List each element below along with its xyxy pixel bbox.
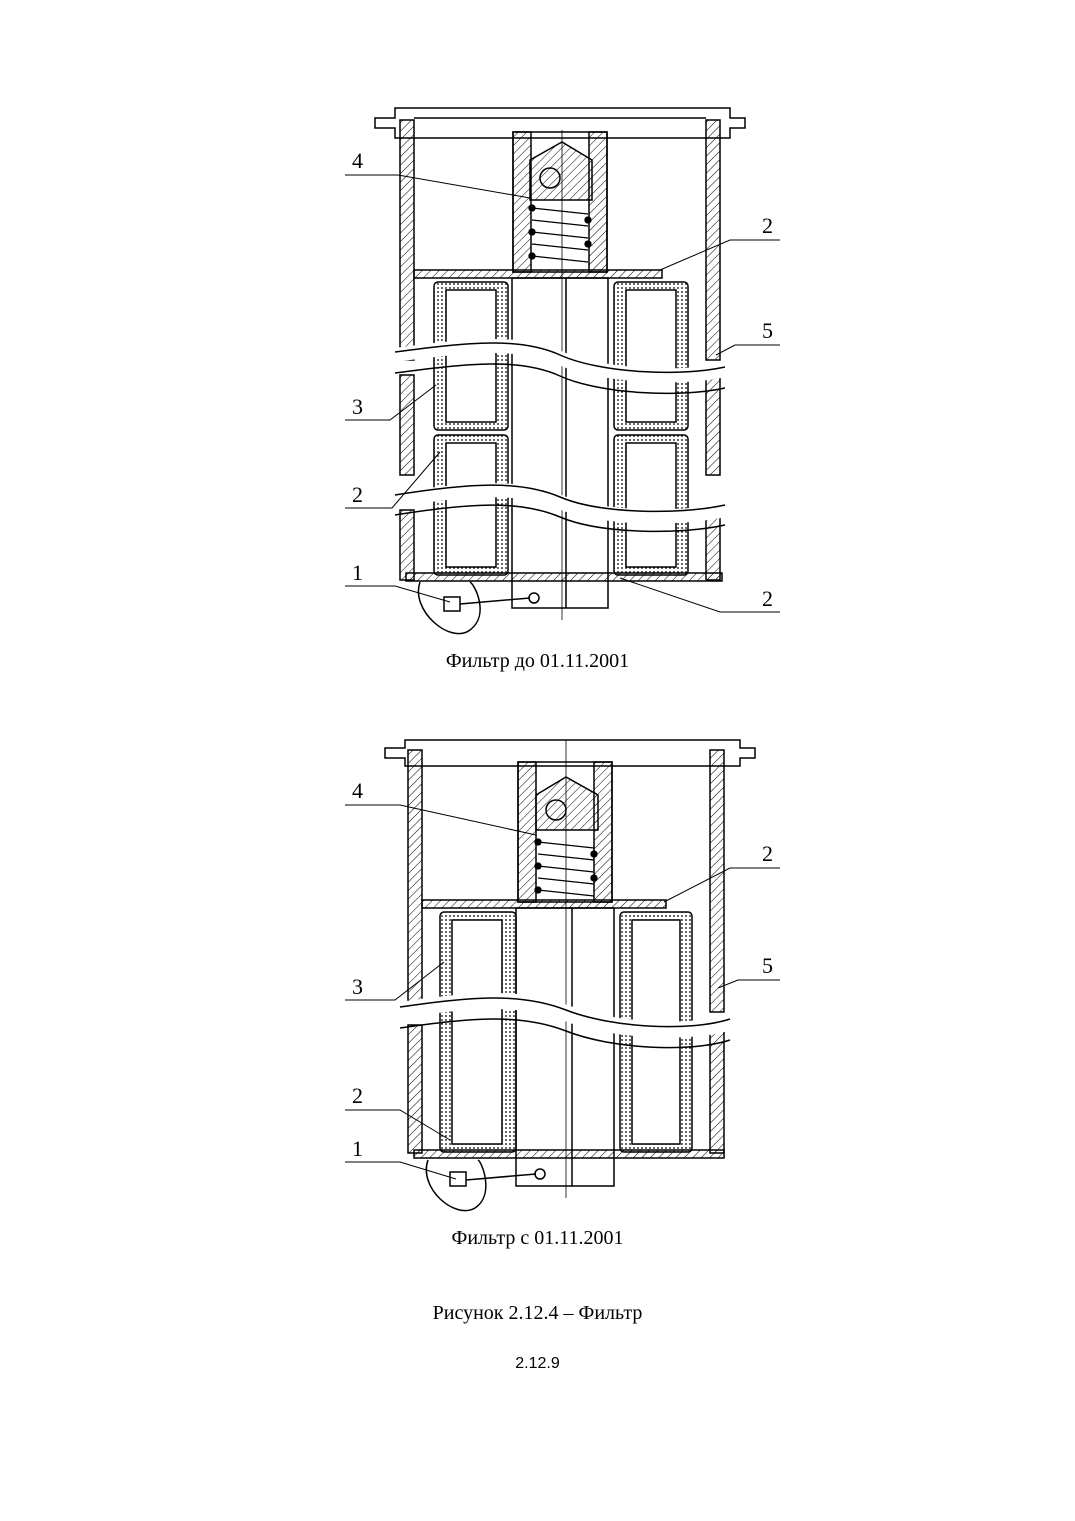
leader-label-5: 5 (762, 953, 773, 978)
figure-caption-before: Фильтр до 01.11.2001 (445, 650, 630, 672)
leader-label-3: 3 (352, 974, 363, 999)
leader-label-4: 4 (352, 148, 363, 173)
figure-title: Рисунок 2.12.4 – Фильтр (432, 1302, 643, 1324)
leader-label-2: 2 (352, 482, 363, 507)
filter-drawing-after: 4 2 5 3 2 1 (345, 739, 780, 1212)
leader-label-1: 1 (352, 560, 363, 585)
leader-label-4: 4 (352, 778, 363, 803)
page-number: 2.12.9 (515, 1355, 560, 1372)
filter-drawing-before: 4 2 5 3 2 1 2 (345, 107, 780, 635)
leader-label-1: 1 (352, 1136, 363, 1161)
leader-label-2: 2 (352, 1083, 363, 1108)
leader-label-3: 3 (352, 394, 363, 419)
leader-label-2: 2 (762, 586, 773, 611)
leader-label-2: 2 (762, 213, 773, 238)
leader-label-2: 2 (762, 841, 773, 866)
figure-caption-after: Фильтр с 01.11.2001 (451, 1227, 624, 1249)
leader-label-5: 5 (762, 318, 773, 343)
